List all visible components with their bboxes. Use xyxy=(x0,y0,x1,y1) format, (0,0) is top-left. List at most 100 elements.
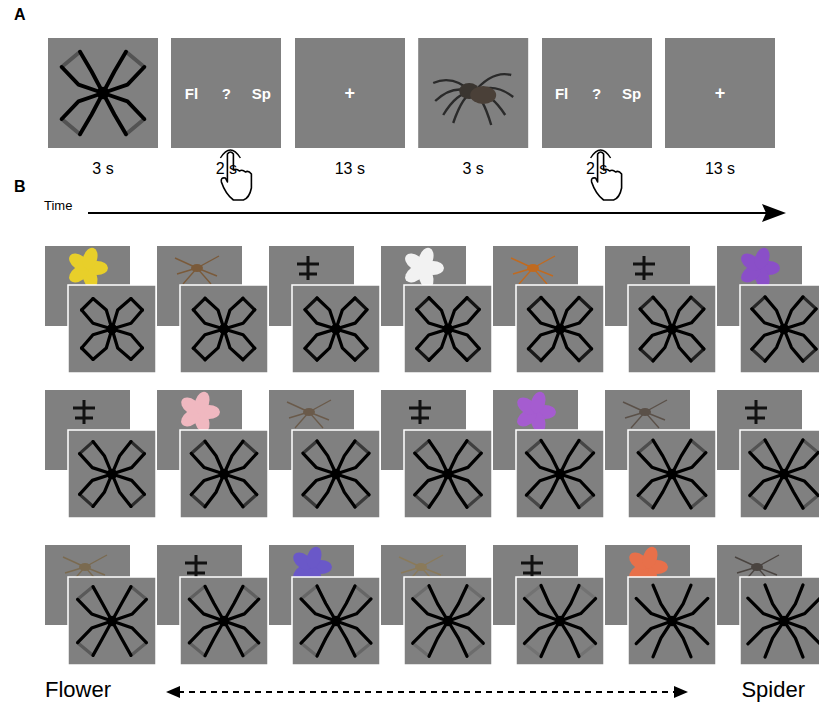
petal-tip xyxy=(417,349,429,361)
duration-label: 3 s xyxy=(92,160,113,178)
body xyxy=(331,324,341,334)
morph-screen xyxy=(404,285,492,373)
leg xyxy=(750,474,784,495)
morph-screen xyxy=(180,430,268,518)
leg xyxy=(82,329,112,348)
morph-figure xyxy=(193,298,254,359)
spider-body xyxy=(303,408,315,416)
response-screen: Fl?Sp xyxy=(542,38,652,148)
leg xyxy=(336,599,371,621)
body xyxy=(331,616,341,626)
morph-figure xyxy=(78,587,147,656)
spider-body xyxy=(191,264,203,272)
leg xyxy=(303,453,336,474)
leg xyxy=(336,310,367,329)
leg xyxy=(78,621,112,643)
morph-figure xyxy=(524,585,595,656)
leg xyxy=(524,599,560,621)
petal-tip xyxy=(579,297,592,309)
stimulus-screen xyxy=(418,38,528,148)
morph-screen xyxy=(516,285,604,373)
leg xyxy=(526,474,560,495)
morph-figure xyxy=(636,585,708,657)
leg xyxy=(417,329,448,349)
leg xyxy=(301,599,336,621)
duration-label: 13 s xyxy=(335,160,365,178)
leg xyxy=(415,453,448,474)
character-strokes xyxy=(745,400,767,424)
body xyxy=(555,469,565,479)
leg xyxy=(303,474,336,495)
time-arrow xyxy=(88,212,770,214)
petal-tip xyxy=(62,52,80,67)
petal-tip xyxy=(131,587,146,600)
morph-screen xyxy=(68,285,156,373)
arrowhead xyxy=(166,686,180,698)
leg xyxy=(191,474,224,495)
petal-tip xyxy=(191,495,205,507)
petal-tip xyxy=(524,585,541,598)
leg xyxy=(672,621,708,644)
morph-screen xyxy=(628,430,716,518)
click-mark xyxy=(591,150,611,158)
petal-tip xyxy=(803,495,818,508)
leg xyxy=(752,329,784,349)
leg xyxy=(417,309,448,329)
character-strokes xyxy=(185,555,207,579)
leg xyxy=(78,599,112,621)
leg xyxy=(336,474,369,495)
leg xyxy=(112,599,146,621)
body xyxy=(555,616,565,626)
body xyxy=(107,324,117,334)
character-strokes xyxy=(633,256,655,280)
choice-label: ? xyxy=(222,85,231,102)
leg xyxy=(112,621,146,643)
leg xyxy=(413,599,448,621)
leg xyxy=(672,474,706,495)
body xyxy=(779,324,789,334)
petal-tip xyxy=(579,585,596,598)
petal-tip xyxy=(355,495,369,507)
choice-label: Sp xyxy=(622,85,641,102)
spider-body xyxy=(527,264,539,272)
petal-tip xyxy=(131,643,146,656)
leg xyxy=(62,67,103,93)
body xyxy=(443,324,453,334)
character-strokes xyxy=(297,256,319,280)
spider-body xyxy=(415,563,427,571)
leg xyxy=(784,453,818,474)
flower-petal xyxy=(416,246,436,271)
leg xyxy=(112,329,142,348)
leg xyxy=(301,621,336,643)
duration-label: 2 s xyxy=(586,160,607,178)
petal-tip xyxy=(579,440,594,452)
morph-screen xyxy=(516,577,604,665)
morph-screen xyxy=(292,285,380,373)
petal-tip xyxy=(691,495,706,508)
response-screen: Fl?Sp xyxy=(171,38,281,148)
petal-tip xyxy=(691,440,706,453)
leg xyxy=(103,67,144,93)
body xyxy=(667,469,677,479)
petal-tip xyxy=(752,349,765,361)
petal-tip xyxy=(691,297,704,309)
morph-figure xyxy=(638,440,706,508)
petal-tip xyxy=(579,349,592,361)
petal-tip xyxy=(640,297,653,309)
leg xyxy=(672,453,706,474)
petal-tip xyxy=(803,297,816,309)
arrowhead xyxy=(762,204,786,222)
leg xyxy=(560,453,594,474)
leg xyxy=(526,453,560,474)
leg xyxy=(193,310,224,329)
petal-tip xyxy=(691,349,704,361)
morph-screen xyxy=(740,285,819,373)
petal-tip xyxy=(243,441,257,453)
duration-label: 3 s xyxy=(463,160,484,178)
duration-label: Time xyxy=(44,198,72,213)
petal-tip xyxy=(131,494,144,506)
choice-label: Fl xyxy=(555,85,568,102)
leg xyxy=(528,329,560,349)
petal-tip xyxy=(303,441,317,453)
petal-tip xyxy=(417,298,429,310)
